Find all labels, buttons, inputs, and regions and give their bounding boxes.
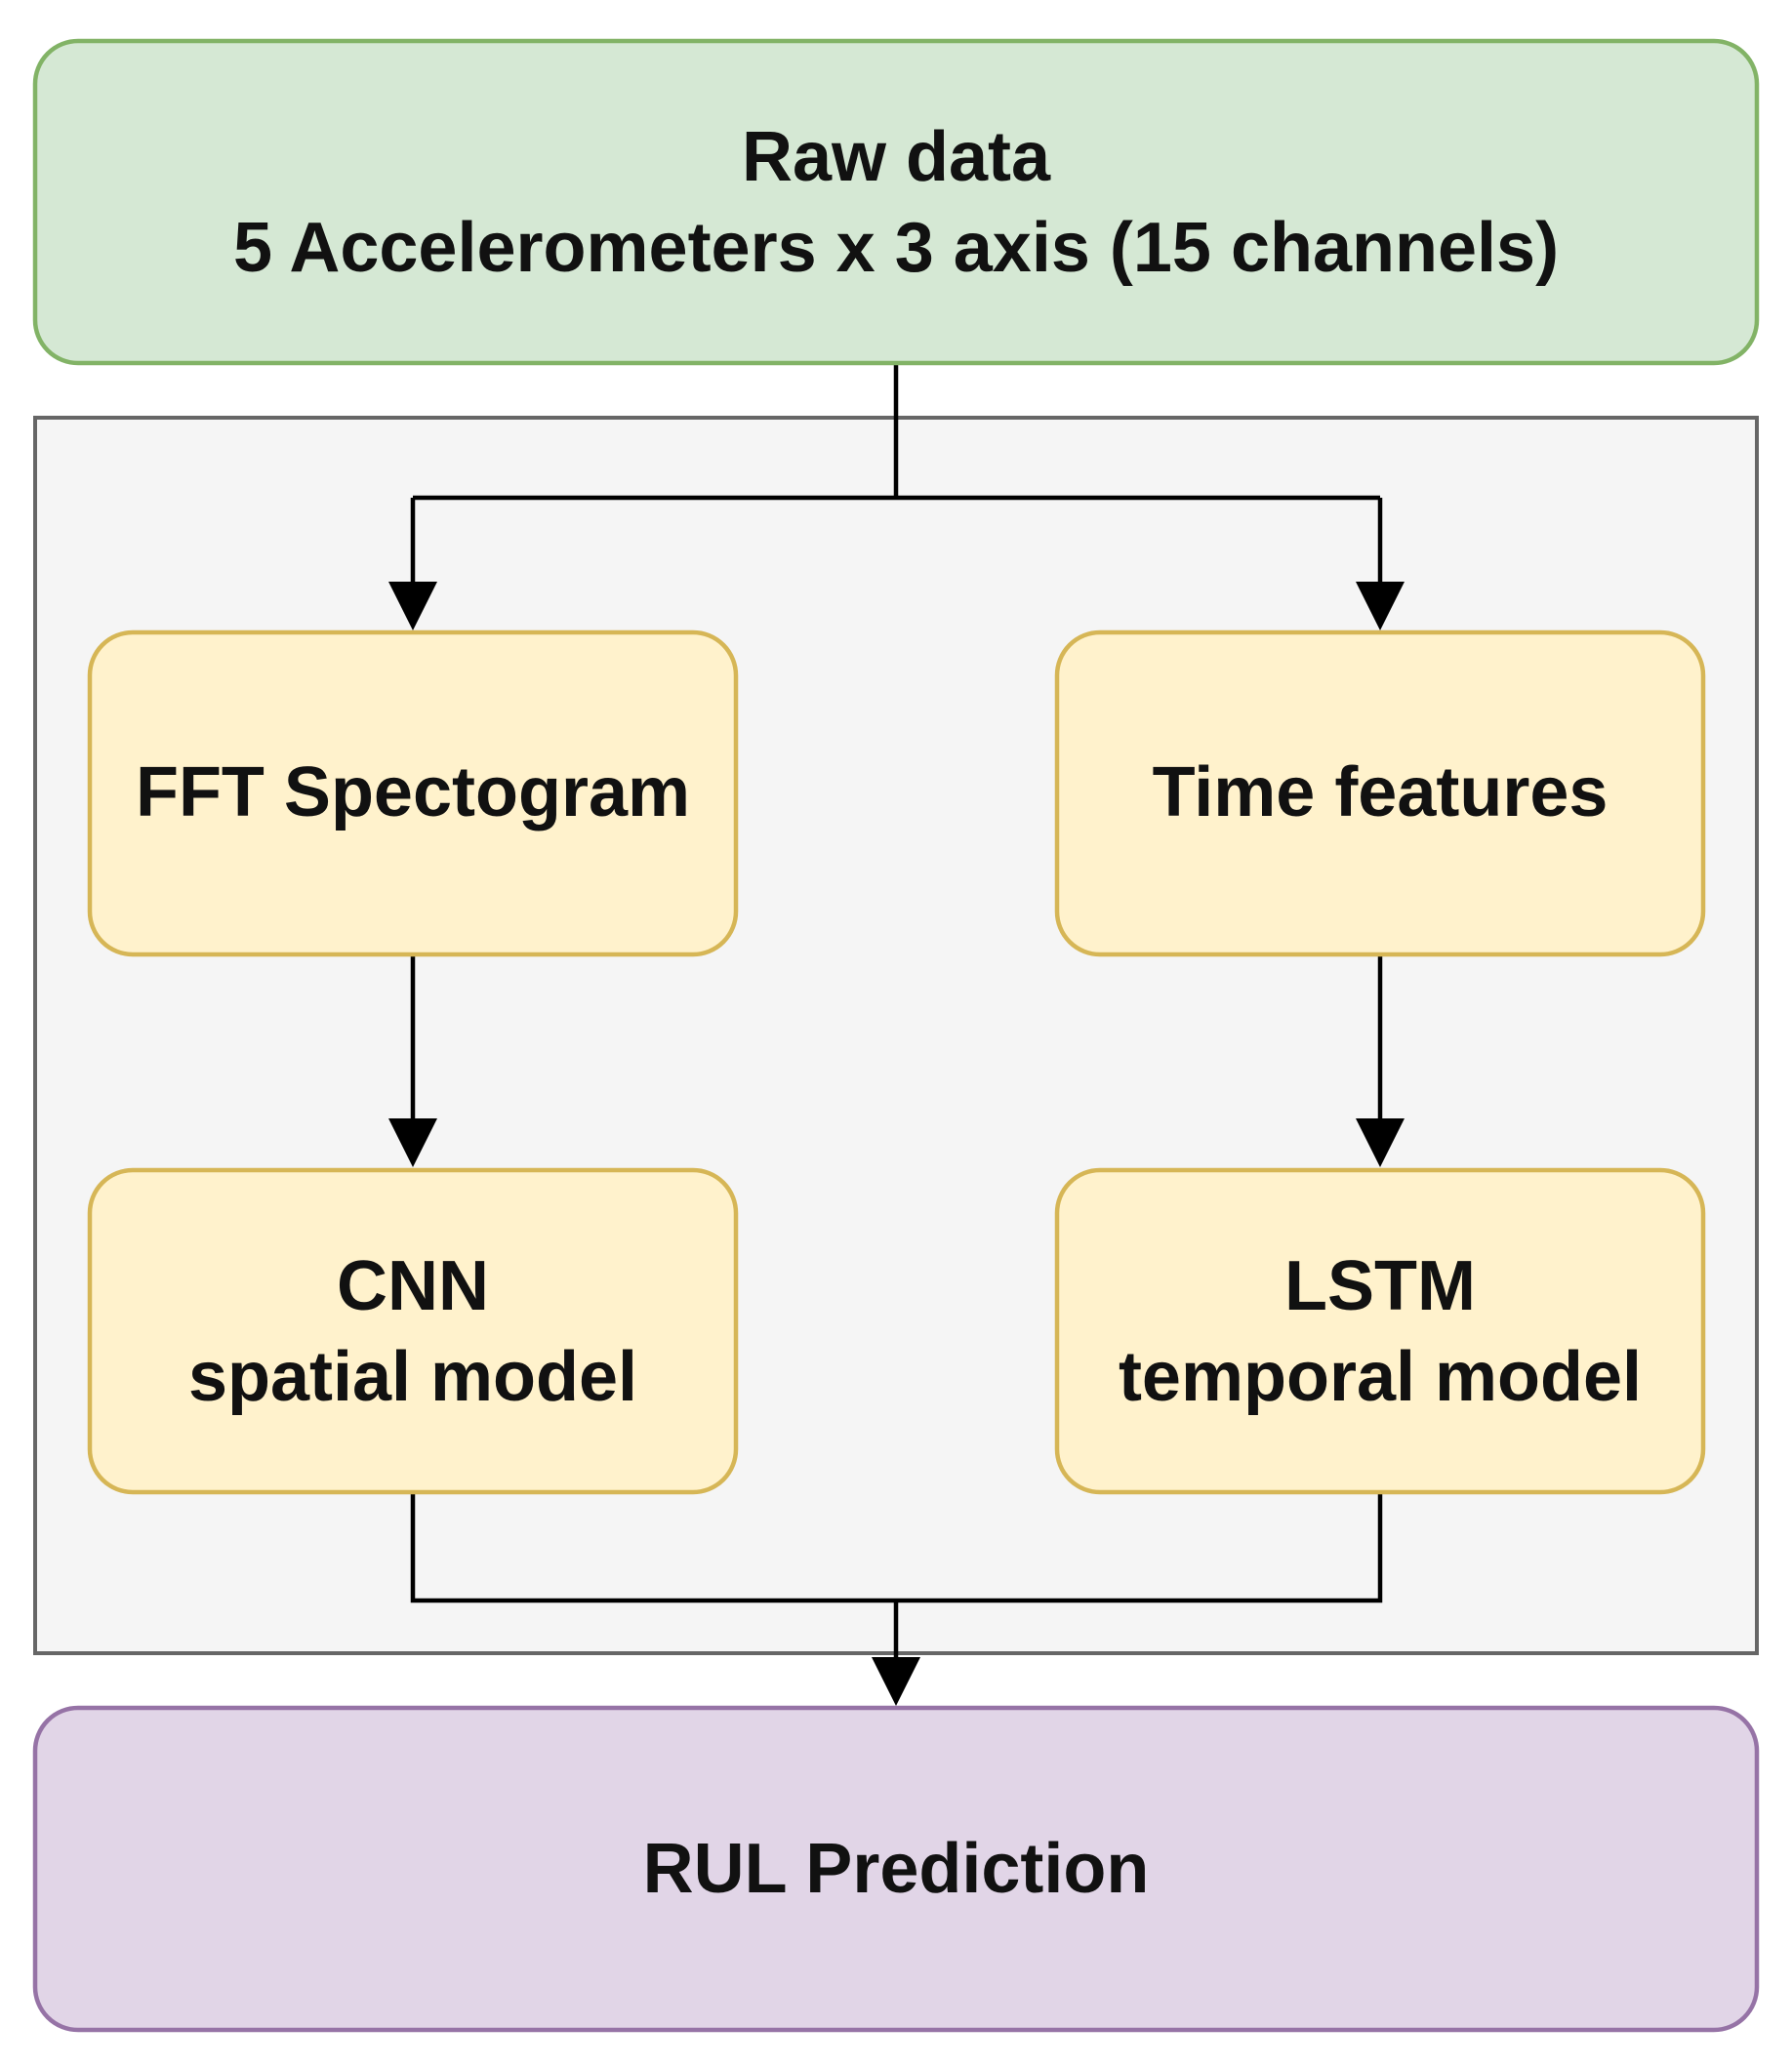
cnn-title: CNN <box>337 1247 489 1325</box>
lstm-title: LSTM <box>1284 1247 1476 1325</box>
time-features-label: Time features <box>1153 753 1609 831</box>
lstm-subtitle: temporal model <box>1119 1338 1642 1416</box>
rul-prediction-node: RUL Prediction <box>32 1705 1760 2033</box>
arrowhead-to-lstm <box>1356 1118 1405 1167</box>
rul-prediction-label: RUL Prediction <box>643 1830 1150 1908</box>
arrowhead-to-rul <box>872 1657 920 1706</box>
lstm-node: LSTM temporal model <box>1054 1167 1706 1495</box>
lstm-box <box>1054 1167 1706 1495</box>
edge-models-to-rul <box>410 1494 1383 1659</box>
cnn-node: CNN spatial model <box>87 1167 739 1495</box>
edge-raw-to-branches <box>410 364 1383 584</box>
rul-prediction-box <box>32 1705 1760 2033</box>
connectors <box>388 364 1405 1706</box>
fft-spectogram-box <box>87 629 739 957</box>
arrowhead-to-cnn <box>388 1118 437 1167</box>
time-features-node: Time features <box>1054 629 1706 957</box>
raw-data-title: Raw data <box>742 118 1051 196</box>
raw-data-subtitle: 5 Accelerometers x 3 axis (15 channels) <box>233 209 1559 287</box>
raw-data-box <box>32 38 1760 366</box>
cnn-subtitle: spatial model <box>188 1338 637 1416</box>
arrowhead-to-time-features <box>1356 582 1405 630</box>
time-features-box <box>1054 629 1706 957</box>
arrowhead-to-fft <box>388 582 437 630</box>
cnn-box <box>87 1167 739 1495</box>
raw-data-node: Raw data 5 Accelerometers x 3 axis (15 c… <box>32 38 1760 366</box>
fft-spectogram-label: FFT Spectogram <box>136 753 690 831</box>
fft-spectogram-node: FFT Spectogram <box>87 629 739 957</box>
